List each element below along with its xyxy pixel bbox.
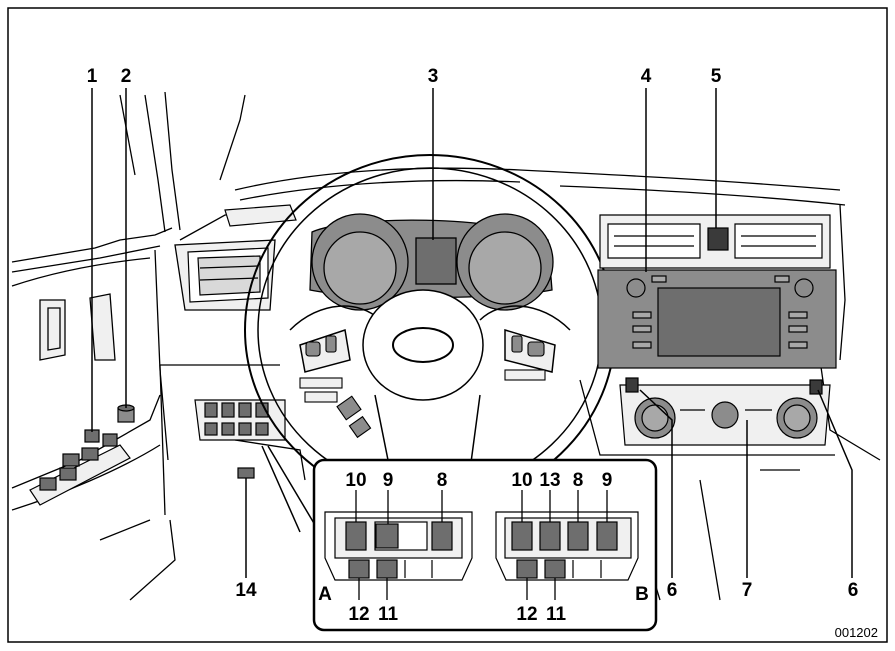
inset-a-label-11: 11 xyxy=(378,604,399,625)
inset-b-label-9: 9 xyxy=(602,470,613,491)
inset-a-label-12: 12 xyxy=(348,604,369,625)
inset-b-label-10: 10 xyxy=(511,470,532,491)
callout-4: 4 xyxy=(641,66,652,87)
callout-14: 14 xyxy=(235,580,257,601)
callout-1: 1 xyxy=(87,66,98,87)
climate-control-panel xyxy=(619,377,831,446)
callout-7: 7 xyxy=(742,580,753,601)
inset-panel-a xyxy=(324,511,473,581)
callout-6-right: 6 xyxy=(848,580,859,601)
callout-6-left: 6 xyxy=(667,580,678,601)
door-panel xyxy=(11,91,181,601)
left-air-vent xyxy=(187,204,297,303)
inset-frame xyxy=(312,458,658,632)
inset-a-label-10: 10 xyxy=(345,470,366,491)
switch-inset: 10 9 8 12 11 A 10 13 8 9 12 11 B xyxy=(312,458,658,632)
inset-a-label-8: 8 xyxy=(437,470,448,491)
audio-unit xyxy=(597,269,837,369)
inset-letter-a: A xyxy=(318,584,332,605)
leader-lines xyxy=(91,88,853,578)
inset-b-label-12: 12 xyxy=(516,604,537,625)
callout-5: 5 xyxy=(711,66,722,87)
lower-switch-block xyxy=(194,399,286,479)
center-vents xyxy=(599,214,831,269)
inset-b-label-11: 11 xyxy=(546,604,567,625)
steering-buttons xyxy=(299,335,546,439)
inset-b-label-13: 13 xyxy=(539,470,560,491)
inset-panel-b xyxy=(495,511,639,581)
callout-3: 3 xyxy=(428,66,439,87)
inset-letter-b: B xyxy=(635,584,649,605)
figure-code: 001202 xyxy=(835,625,878,640)
power-window-switches xyxy=(29,429,131,506)
inset-leaders xyxy=(355,490,608,600)
inset-b-label-8: 8 xyxy=(573,470,584,491)
callout-2: 2 xyxy=(121,66,132,87)
instrument-cluster xyxy=(309,213,554,311)
inset-a-label-9: 9 xyxy=(383,470,394,491)
